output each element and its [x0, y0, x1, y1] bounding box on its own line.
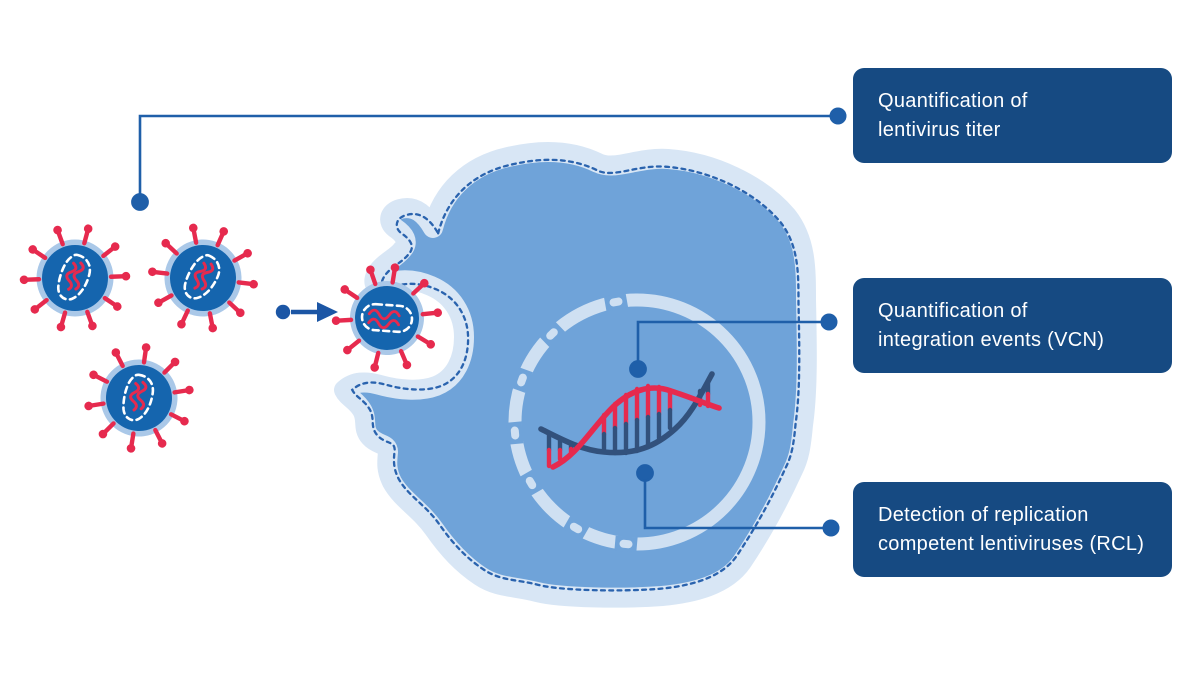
callout-box-rcl-detection: Detection of replication competent lenti…	[853, 482, 1172, 577]
lentivirus-icon	[20, 223, 131, 332]
lentivirus-icon	[140, 215, 266, 340]
connector-vcn	[629, 313, 838, 378]
connector-lines	[131, 107, 847, 537]
connector-dot	[131, 193, 149, 211]
callout-box-integration-vcn: Quantification of integration events (VC…	[853, 278, 1172, 373]
callout-label: Detection of replication competent lenti…	[878, 503, 1145, 555]
lentivirus-icon	[77, 337, 200, 459]
nucleus-icon	[506, 292, 766, 553]
cell-icon	[334, 141, 817, 608]
connector-dot	[629, 360, 647, 378]
connector-dot	[820, 313, 838, 331]
connector-dot	[829, 107, 847, 125]
connector-rcl	[636, 464, 840, 537]
connector-dot	[636, 464, 654, 482]
callout-label: Quantification of lentivirus titer	[878, 89, 1028, 141]
dna-helix-icon	[538, 371, 722, 470]
connector-titer	[131, 107, 847, 211]
callout-label: Quantification of integration events (VC…	[878, 299, 1105, 351]
connector-dot	[822, 519, 840, 537]
arrow-right-icon	[275, 302, 338, 322]
callout-box-lentivirus-titer: Quantification of lentivirus titer	[853, 68, 1172, 163]
